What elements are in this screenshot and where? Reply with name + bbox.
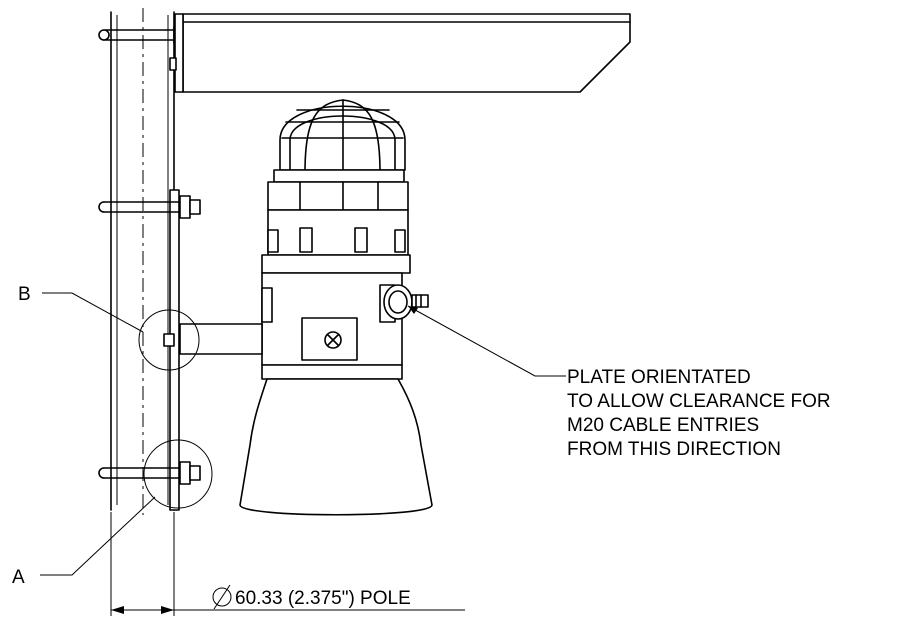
cable-entry-gland <box>383 284 429 320</box>
sounder-horn <box>239 364 433 516</box>
pole <box>110 8 175 515</box>
pole-dimension <box>110 512 465 616</box>
leader-a <box>40 496 156 576</box>
note-line-4: FROM THIS DIRECTION <box>567 439 781 460</box>
note-line-1: PLATE ORIENTATED <box>567 367 751 388</box>
pole-dimension-label: 60.33 (2.375") POLE <box>235 588 411 609</box>
note-leader <box>407 305 566 377</box>
detail-circle-a <box>143 439 213 509</box>
note-line-2: TO ALLOW CLEARANCE FOR <box>567 391 831 412</box>
diameter-symbol-icon <box>212 587 232 607</box>
weather-hood <box>169 13 631 93</box>
bracket-arm <box>163 317 358 361</box>
leader-b <box>42 292 144 333</box>
label-a: A <box>12 567 25 588</box>
beacon-base <box>267 169 409 256</box>
beacon-cage <box>279 99 406 173</box>
note-line-3: M20 CABLE ENTRIES <box>567 415 759 436</box>
u-bolt-bottom <box>98 461 201 485</box>
u-bolt-middle <box>98 195 201 219</box>
label-b: B <box>18 284 31 305</box>
mounting-plate <box>169 189 180 511</box>
detail-circle-b <box>138 309 200 371</box>
